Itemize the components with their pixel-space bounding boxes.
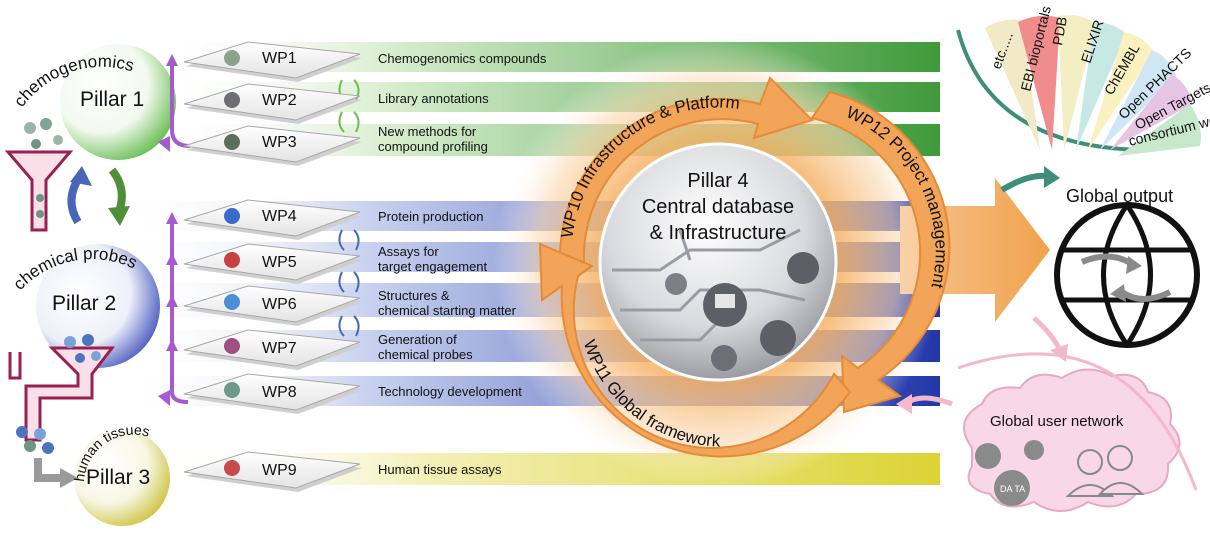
funnel-icon-2 [24,346,116,442]
wp2-icon [224,92,240,108]
data-gear-icon [994,470,1030,506]
wp2-label: WP2 [262,92,297,109]
users-icon-cloud [1065,445,1145,497]
funnel-pipe [8,352,22,380]
compound-dots [16,118,101,454]
wp5-card [183,243,361,281]
wp9-card [183,451,361,489]
central-database-text: Pillar 4 Central database & Infrastructu… [620,168,816,246]
gear-icon-cloud [975,443,1001,469]
wp9-label: WP9 [262,462,297,479]
central-database-line: Central database [641,196,795,218]
pillar-3-label: Pillar 3 [86,466,151,489]
wp6-icon [224,294,240,310]
wp4-card [183,199,361,237]
pillar-4-title: Pillar 4 [687,170,749,192]
wp6-card [183,285,361,323]
funnel-icon [4,150,74,232]
pillar-2-label: Pillar 2 [52,292,117,315]
data-badge: DA TA [1000,484,1025,494]
wp-cards [183,41,362,492]
users-icon [760,320,796,356]
globe-icon [1054,202,1200,348]
computer-screen [715,294,735,308]
global-output-label: Global output [1066,186,1174,206]
wp8-desc: Technology development [378,384,522,399]
purple-arrowheads [158,54,178,406]
wp10-arrow [558,76,814,263]
infrastructure-line: & Infrastructure [649,222,787,244]
wp8-icon [224,382,240,398]
wp1-card [183,41,361,79]
settings-icon [787,252,819,284]
wp3-card [183,125,361,163]
wp4-desc: Protein production [378,209,484,224]
output-curve-arrow [1000,172,1049,193]
cycle-arrow-icon-blue [338,229,360,337]
wp7-icon [224,338,240,354]
wp8-label: WP8 [262,384,297,401]
pillar-1-label: Pillar 1 [80,88,145,111]
wp2-desc: Library annotations [378,91,489,106]
wp6-label: WP6 [262,296,297,313]
gear-icon [665,273,687,295]
pillar-3-circle [74,430,170,526]
wp1-label: WP1 [262,50,297,67]
wp11-arrow [538,242,852,458]
global-user-network-label: Global user network [990,413,1124,430]
data-icon [711,345,737,371]
wp3-icon [224,134,240,150]
pillar-1-circle [60,44,176,160]
wp7-card [183,329,361,367]
wp3-label: WP3 [262,134,297,151]
wp9-icon [224,460,240,476]
wp4-icon [224,208,240,224]
wp7-label: WP7 [262,340,297,357]
petal-label-2: PDB [1049,15,1070,46]
wp9-desc: Human tissue assays [378,462,502,477]
settings-icon-cloud [1024,440,1044,460]
wp8-card [183,373,361,411]
pillar-3-arrow [34,458,62,482]
wp12-arrow [810,90,951,414]
wp1-icon [224,50,240,66]
wp2-card [183,83,361,121]
cycle-ring [538,76,951,458]
wp1-desc: Chemogenomics compounds [378,51,547,66]
wp5-label: WP5 [262,254,297,271]
output-fan [985,15,1201,156]
pink-curve [957,352,1198,491]
wp4-label: WP4 [262,208,297,225]
fan-base [956,29,1151,152]
pink-arrow-down [1032,316,1063,352]
wp5-icon [224,252,240,268]
network-lines [612,228,806,342]
wp6-desc: Structures &chemical starting matter [378,288,516,318]
